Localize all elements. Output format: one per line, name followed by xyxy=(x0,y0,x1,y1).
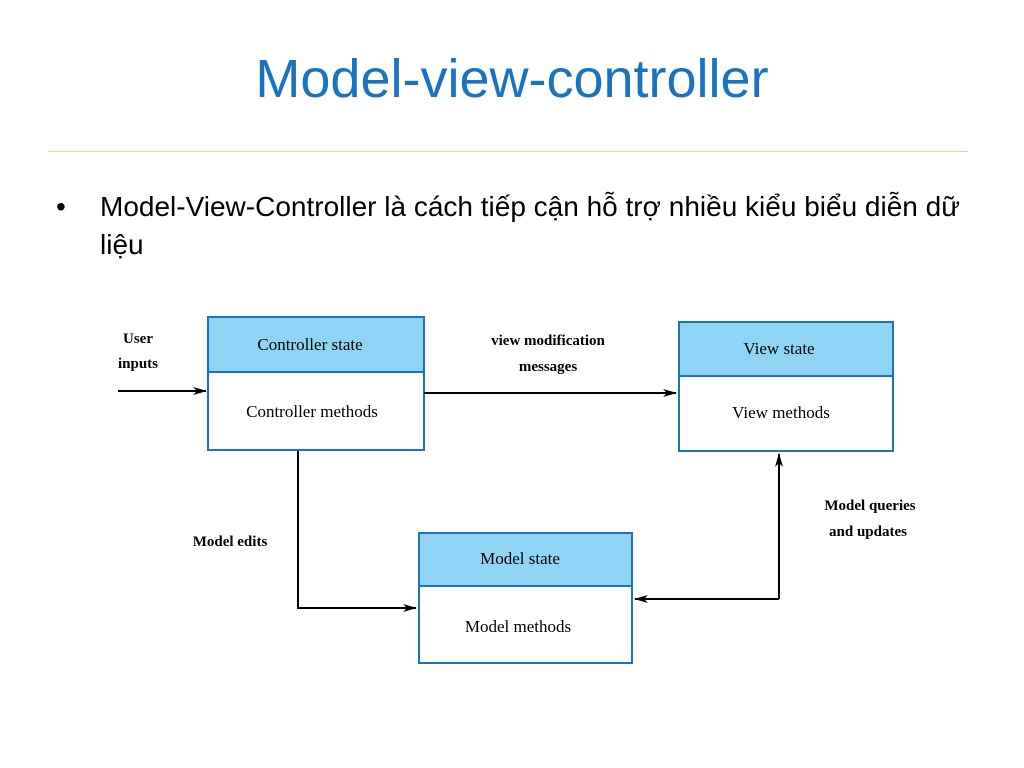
view-modification-label-line1: view modification xyxy=(491,333,605,349)
bullet-icon: • xyxy=(56,191,66,222)
user-inputs-label-line2: inputs xyxy=(118,356,158,372)
view-state-label: View state xyxy=(743,339,814,358)
model-queries-label-line2: and updates xyxy=(829,524,907,540)
model-edits-label: Model edits xyxy=(193,534,268,550)
controller-state-label: Controller state xyxy=(257,335,362,354)
model-box-body xyxy=(418,585,633,664)
controller-methods-label: Controller methods xyxy=(246,402,378,421)
controller-box-body xyxy=(207,371,425,451)
bullet-text: Model-View-Controller là cách tiếp cận h… xyxy=(100,191,960,260)
view-methods-label: View methods xyxy=(732,403,830,422)
model-box-header xyxy=(418,532,633,587)
user-inputs-label-line1: User xyxy=(123,331,153,347)
view-box-body xyxy=(678,375,894,452)
view-modification-label-line2: messages xyxy=(519,359,577,375)
controller-box: Controller state Controller methods xyxy=(207,316,425,451)
view-box: View state View methods xyxy=(678,321,894,452)
model-box: Model state Model methods xyxy=(418,532,633,664)
title-divider xyxy=(48,151,968,152)
slide-title: Model-view-controller xyxy=(255,49,769,109)
model-edits-arrow xyxy=(297,451,417,612)
model-methods-label: Model methods xyxy=(465,617,571,636)
bullet-item: • Model-View-Controller là cách tiếp cận… xyxy=(56,188,966,264)
view-box-header xyxy=(678,321,894,377)
model-queries-label-line1: Model queries xyxy=(824,498,915,514)
model-state-label: Model state xyxy=(480,549,560,568)
